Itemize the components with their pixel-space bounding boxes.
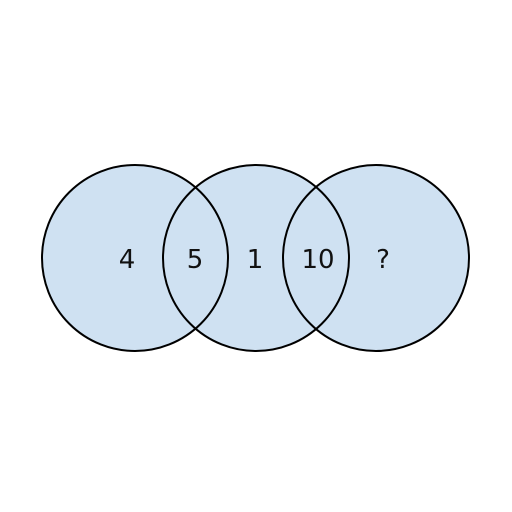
circle-right-fill bbox=[283, 165, 469, 351]
region-left-only: 4 bbox=[119, 245, 136, 275]
circle-left-outline bbox=[41, 164, 229, 352]
circle-right-outline bbox=[282, 164, 470, 352]
region-middle-right: 10 bbox=[301, 245, 334, 275]
region-middle-only: 1 bbox=[247, 245, 264, 275]
region-right-only: ? bbox=[376, 245, 390, 275]
region-left-middle: 5 bbox=[187, 245, 204, 275]
circle-middle-outline bbox=[162, 164, 350, 352]
